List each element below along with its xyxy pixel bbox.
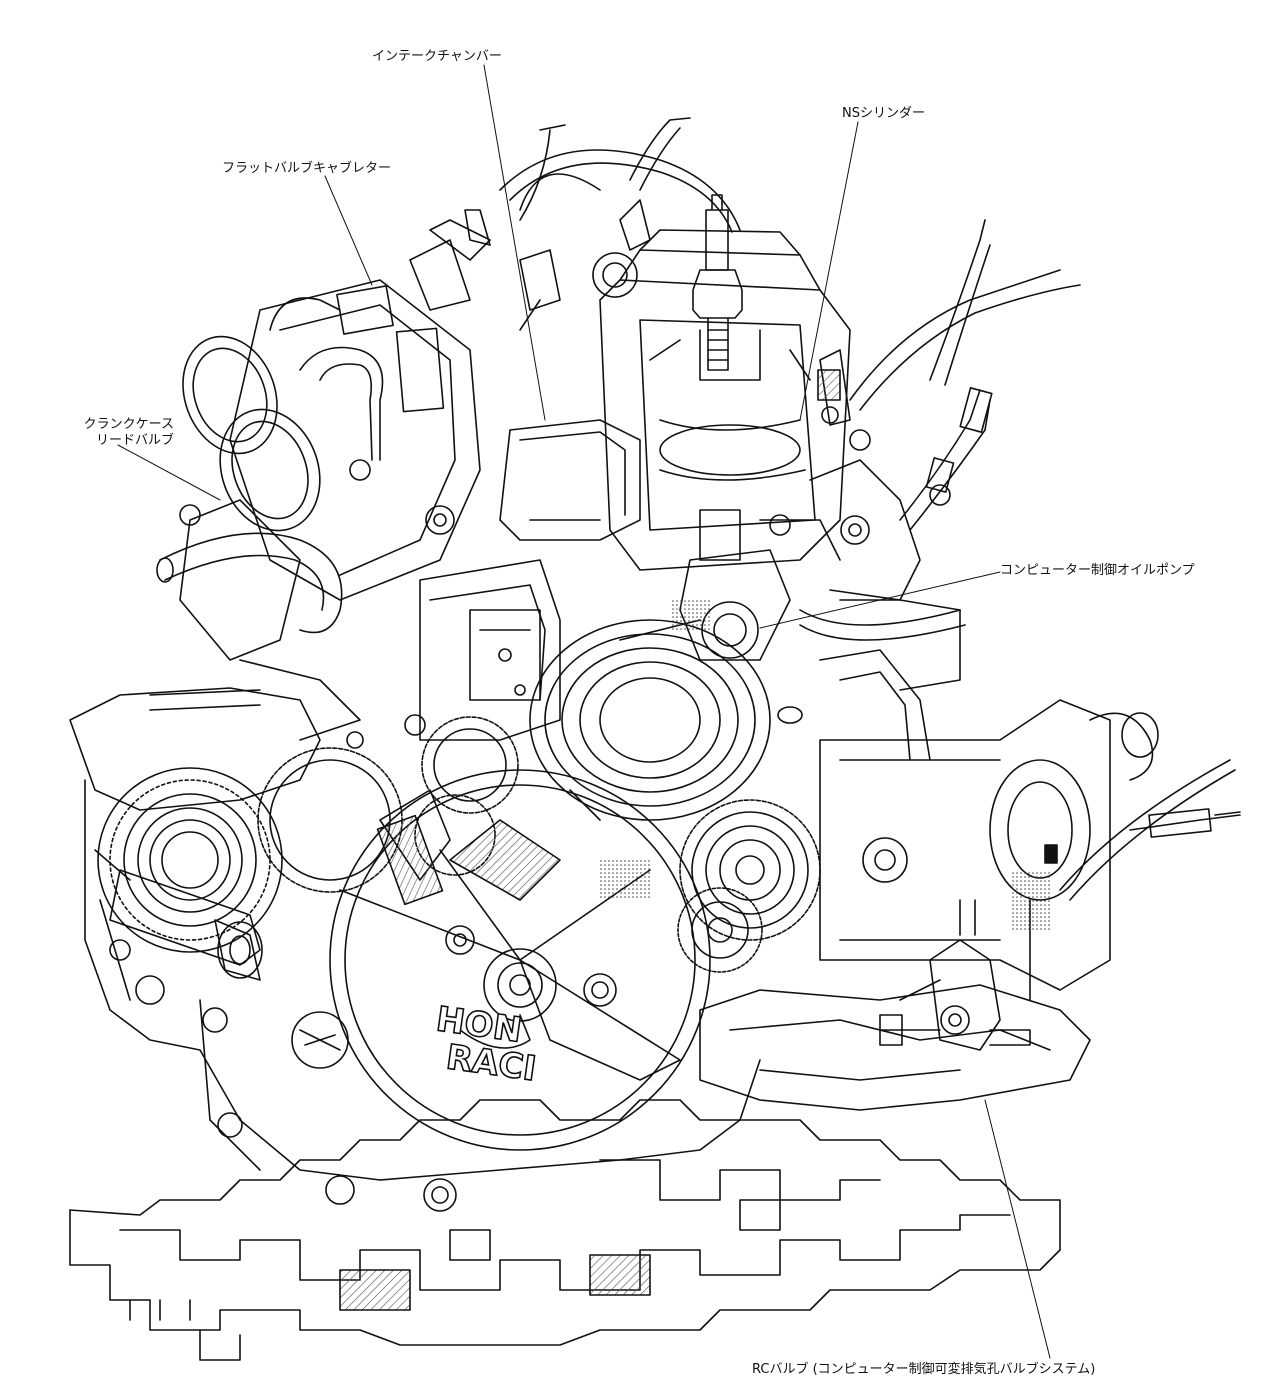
crankcase-housing [69, 687, 761, 1212]
label-flat-valve-carburetor: フラットバルブキャブレター [222, 161, 392, 176]
label-reed-valve-line: リードバルブ [95, 433, 174, 448]
front-cylinder [599, 229, 851, 571]
oil-pump [679, 459, 961, 691]
label-rc-valve: RCバルブ (コンピューター制御可変排気孔バルブシステム) [752, 1362, 1096, 1377]
label-oil-pump: コンピューター制御オイルポンプ [1000, 563, 1195, 578]
carburetors [156, 279, 481, 634]
center-block [346, 559, 561, 749]
label-intake-chamber: インテークチャンバー [372, 49, 502, 64]
leader-lines [117, 64, 1051, 1359]
label-crankcase-line: クランクケース [83, 417, 174, 432]
label-ns-cylinder: NSシリンダー [842, 106, 925, 121]
intake-chamber [499, 419, 641, 541]
svg-text:RACI: RACI [444, 1037, 539, 1089]
primary-gear-left [94, 767, 283, 981]
clutch-cover [329, 769, 711, 1151]
coolant-pipe [777, 649, 931, 761]
rear-cylinder [819, 699, 1241, 1001]
crankshaft [529, 619, 771, 821]
right-gear-cluster [677, 799, 908, 973]
reed-valve-block [149, 499, 361, 741]
control-cables [409, 117, 1081, 641]
rc-valve-linkage [879, 899, 1031, 1051]
chassis-floor-plan [69, 984, 1091, 1361]
label-crankcase-reed-valve: クランクケース リードバルブ [44, 417, 174, 449]
spark-plug-top [692, 194, 743, 371]
